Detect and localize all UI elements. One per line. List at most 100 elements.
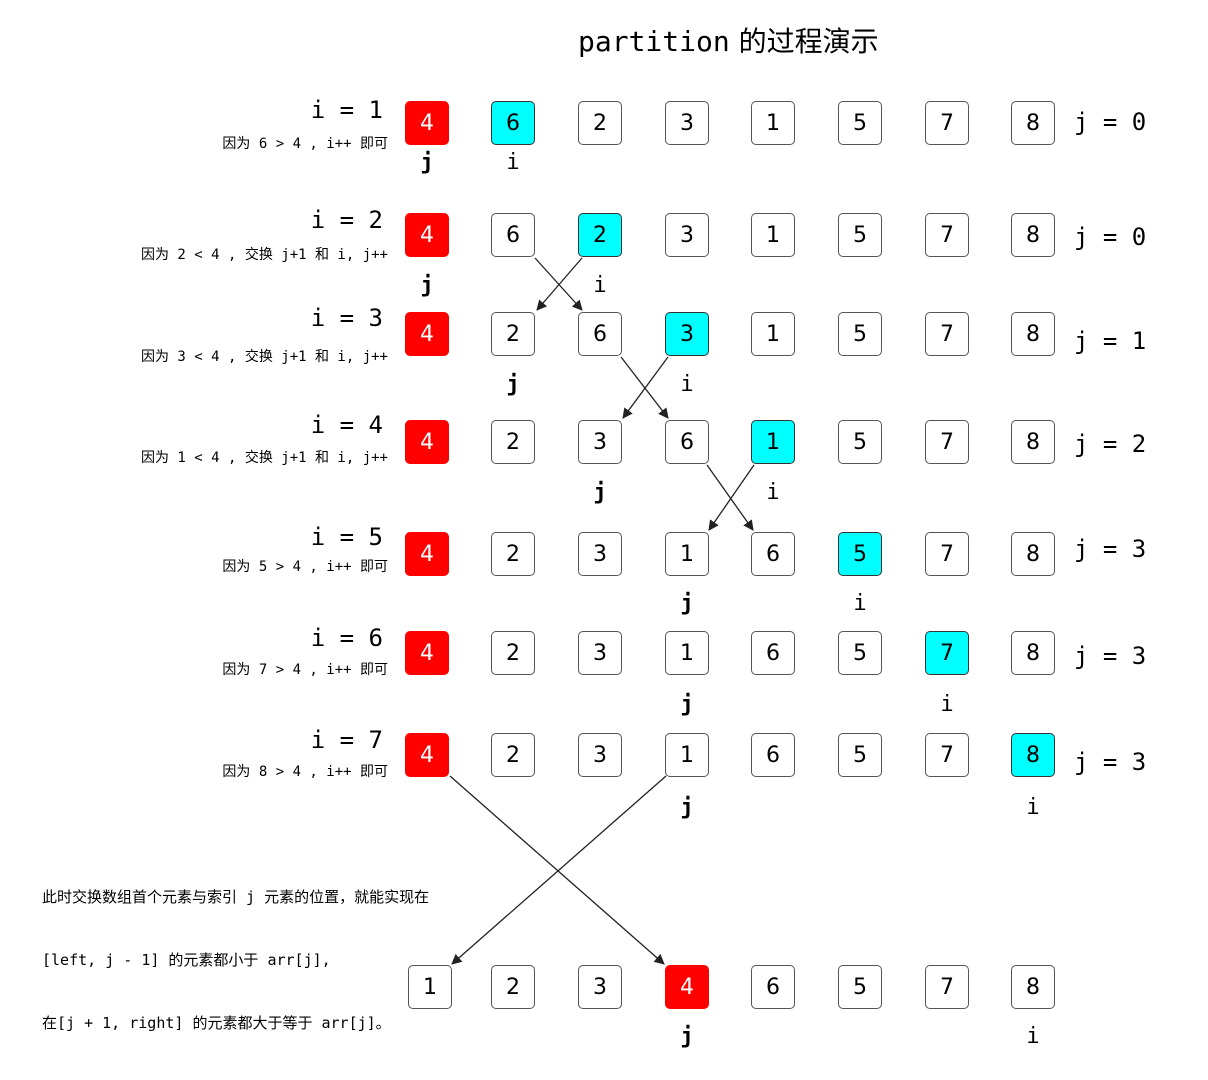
pivot-cell: 4 xyxy=(405,532,449,576)
array-cell: 7 xyxy=(925,213,969,257)
array-cell: 1 xyxy=(665,733,709,777)
pivot-cell: 4 xyxy=(405,312,449,356)
array-cell: 7 xyxy=(925,733,969,777)
array-cell: 2 xyxy=(491,420,535,464)
array-cell: 8 xyxy=(1011,631,1055,675)
array-cell: 3 xyxy=(665,101,709,145)
array-cell: 6 xyxy=(751,733,795,777)
i-marker: i xyxy=(853,591,867,616)
array-cell: 6 xyxy=(751,532,795,576)
array-cell: 7 xyxy=(925,420,969,464)
array-cell: 5 xyxy=(838,965,882,1009)
j-marker: j xyxy=(680,692,694,717)
j-marker: j xyxy=(680,1024,694,1049)
i-marker: i xyxy=(1026,1024,1040,1049)
step-note: 因为 1 < 4 , 交换 j+1 和 i, j++ xyxy=(140,450,388,466)
step-note: 因为 5 > 4 , i++ 即可 xyxy=(222,559,388,575)
array-cell: 2 xyxy=(491,965,535,1009)
i-marker: i xyxy=(940,692,954,717)
step-i-label: i = 7 xyxy=(310,726,383,754)
swap-arrow xyxy=(451,775,667,965)
step-note: 因为 3 < 4 , 交换 j+1 和 i, j++ xyxy=(140,349,388,365)
array-cell: 7 xyxy=(925,532,969,576)
current-cell: 7 xyxy=(925,631,969,675)
i-marker: i xyxy=(680,372,694,397)
step-j-label: j = 3 xyxy=(1074,748,1147,776)
step-i-label: i = 2 xyxy=(310,206,383,234)
array-cell: 5 xyxy=(838,312,882,356)
step-note: 因为 2 < 4 , 交换 j+1 和 i, j++ xyxy=(140,247,388,263)
j-marker: j xyxy=(420,273,434,298)
step-i-label: i = 1 xyxy=(310,96,383,124)
pivot-cell: 4 xyxy=(405,631,449,675)
i-marker: i xyxy=(1026,795,1040,820)
array-cell: 6 xyxy=(491,213,535,257)
j-marker: j xyxy=(593,480,607,505)
step-j-label: j = 3 xyxy=(1074,642,1147,670)
explanation-line-3: 在[j + 1, right] 的元素都大于等于 arr[j]。 xyxy=(42,1014,391,1032)
array-cell: 3 xyxy=(578,420,622,464)
swap-arrow xyxy=(620,356,669,419)
array-cell: 5 xyxy=(838,631,882,675)
array-cell: 2 xyxy=(491,532,535,576)
swap-arrow xyxy=(706,464,754,531)
array-cell: 8 xyxy=(1011,213,1055,257)
pivot-cell: 4 xyxy=(405,101,449,145)
array-cell: 2 xyxy=(491,312,535,356)
array-cell: 3 xyxy=(578,532,622,576)
array-cell: 3 xyxy=(578,631,622,675)
title-keyword: partition xyxy=(578,25,730,58)
array-cell: 5 xyxy=(838,213,882,257)
swap-arrow xyxy=(622,356,669,419)
diagram-title: partition 的过程演示 xyxy=(578,20,879,60)
array-cell: 6 xyxy=(578,312,622,356)
array-cell: 1 xyxy=(751,213,795,257)
pivot-cell: 4 xyxy=(665,965,709,1009)
array-cell: 2 xyxy=(491,631,535,675)
i-marker: i xyxy=(593,273,607,298)
array-cell: 6 xyxy=(751,965,795,1009)
title-suffix: 的过程演示 xyxy=(729,25,879,58)
j-marker: j xyxy=(680,795,694,820)
array-cell: 1 xyxy=(751,312,795,356)
i-marker: i xyxy=(766,480,780,505)
explanation-line-1: 此时交换数组首个元素与索引 j 元素的位置，就能实现在 xyxy=(42,888,430,906)
array-cell: 5 xyxy=(838,420,882,464)
array-cell: 8 xyxy=(1011,532,1055,576)
step-note: 因为 7 > 4 , i++ 即可 xyxy=(222,662,388,678)
step-j-label: j = 0 xyxy=(1074,223,1147,251)
current-cell: 5 xyxy=(838,532,882,576)
j-marker: j xyxy=(420,150,434,175)
j-marker: j xyxy=(680,591,694,616)
array-cell: 1 xyxy=(751,101,795,145)
i-marker: i xyxy=(506,150,520,175)
array-cell: 2 xyxy=(578,101,622,145)
array-cell: 8 xyxy=(1011,420,1055,464)
array-cell: 1 xyxy=(665,532,709,576)
step-note: 因为 8 > 4 , i++ 即可 xyxy=(222,764,388,780)
array-cell: 5 xyxy=(838,733,882,777)
step-i-label: i = 3 xyxy=(310,304,383,332)
pivot-cell: 4 xyxy=(405,420,449,464)
swap-arrow xyxy=(708,464,755,531)
array-cell: 6 xyxy=(665,420,709,464)
j-marker: j xyxy=(506,372,520,397)
array-cell: 1 xyxy=(665,631,709,675)
array-cell: 8 xyxy=(1011,965,1055,1009)
current-cell: 2 xyxy=(578,213,622,257)
array-cell: 3 xyxy=(665,213,709,257)
step-i-label: i = 6 xyxy=(310,624,383,652)
swap-arrow xyxy=(536,257,583,311)
step-j-label: j = 1 xyxy=(1074,327,1147,355)
current-cell: 3 xyxy=(665,312,709,356)
array-cell: 3 xyxy=(578,733,622,777)
array-cell: 8 xyxy=(1011,312,1055,356)
array-cell: 5 xyxy=(838,101,882,145)
step-note: 因为 6 > 4 , i++ 即可 xyxy=(222,136,388,152)
array-cell: 6 xyxy=(751,631,795,675)
array-cell: 1 xyxy=(408,965,452,1009)
array-cell: 7 xyxy=(925,965,969,1009)
step-i-label: i = 4 xyxy=(310,411,383,439)
current-cell: 6 xyxy=(491,101,535,145)
